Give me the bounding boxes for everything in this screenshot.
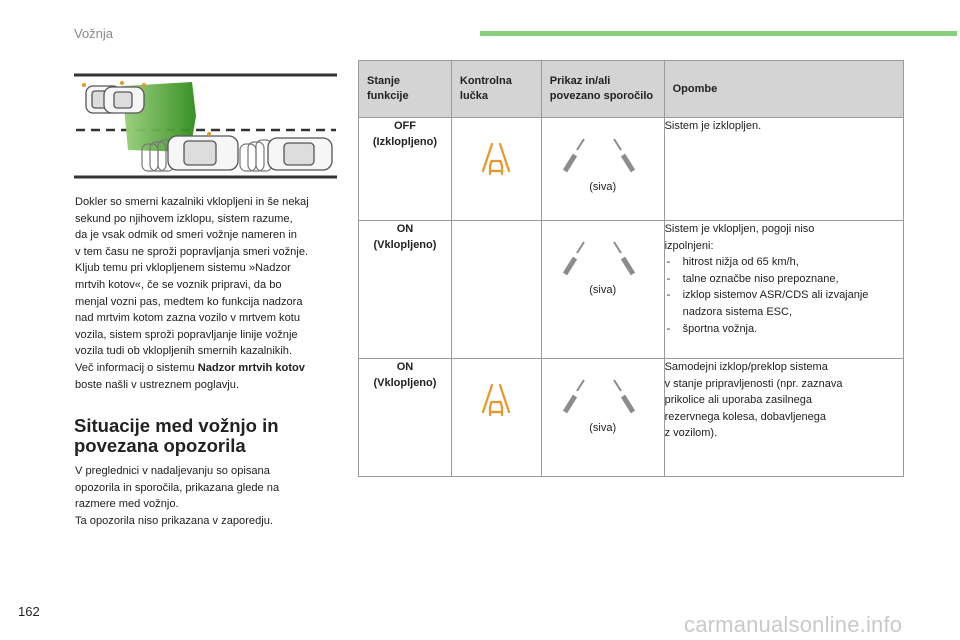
lamp-cell-empty — [450, 220, 542, 359]
notes-cell: Sistem je izklopljen. — [663, 117, 905, 221]
lane-lines-icon — [562, 241, 635, 276]
list-item: talne označbe niso prepoznane, — [665, 271, 903, 288]
state-cell: ON(Vklopljeno) — [358, 358, 452, 477]
body-line: vozila, sistem sproži popravljanje linij… — [75, 328, 298, 341]
lane-departure-warning-icon — [481, 383, 510, 417]
lamp-cell — [450, 358, 542, 477]
state-cell: OFF(Izklopljeno) — [358, 117, 452, 221]
intro-line: V preglednici v nadaljevanju so opisana — [75, 465, 270, 477]
body-line: sekund po njihovem izklopu, sistem razum… — [75, 212, 293, 225]
notes-cell: Sistem je vklopljen, pogoji niso izpolnj… — [663, 220, 905, 359]
lane-departure-warning-icon — [481, 142, 510, 176]
chapter-accent-bar — [480, 31, 957, 36]
body-line-reference: Več informacij o sistemu Nadzor mrtvih k… — [75, 361, 305, 374]
body-paragraph: Dokler so smerni kazalniki vklopljeni in… — [75, 194, 340, 393]
watermark: carmanualsonline.info — [684, 612, 903, 637]
state-cell: ON(Vklopljeno) — [358, 220, 452, 359]
table-row: OFF(Izklopljeno) (siva) — [358, 117, 905, 221]
display-color-label: (siva) — [589, 181, 617, 193]
intro-line: opozorila in sporočila, prikazana glede … — [75, 481, 280, 494]
lane-lines-icon — [562, 138, 635, 173]
body-line: nad mrtvim kotom zazna vozilo v mrtvem k… — [75, 312, 301, 325]
body-line: vozila tudi ob vklopljenih smernih kazal… — [75, 345, 293, 358]
page-number: 162 — [18, 604, 40, 619]
intro-paragraph: V preglednici v nadaljevanju so opisana … — [75, 463, 340, 529]
display-color-label: (siva) — [589, 284, 617, 296]
table-row: ON(Vklopljeno) (siva) — [358, 358, 905, 477]
display-cell: (siva) — [540, 117, 665, 221]
display-cell: (siva) — [540, 358, 665, 477]
lane-lines-icon — [562, 379, 635, 414]
notes-cell: Samodejni izklop/preklop sistema v stanj… — [663, 358, 905, 477]
intro-line: Ta opozorila niso prikazana v zaporedju. — [75, 514, 273, 527]
display-color-label: (siva) — [589, 422, 617, 434]
lamp-cell — [450, 117, 542, 221]
system-name-bold: Nadzor mrtvih kotov — [197, 361, 305, 374]
body-line: menjal vozni pas, medtem ko funkcija nad… — [75, 295, 303, 308]
condition-list: hitrost nižja od 65 km/h, talne označbe … — [665, 254, 903, 337]
lane-keeping-illustration — [74, 73, 337, 179]
body-line: da je vsak odmik od smeri vožnje nameren… — [75, 229, 297, 242]
body-line: Kljub temu pri vklopljenem sistemu »Nadz… — [75, 262, 291, 275]
intro-line: razmere med vožnjo. — [75, 498, 179, 511]
body-line: boste našli v ustreznem poglavju. — [75, 378, 240, 391]
body-line: mrtvih kotov«, če se voznik pripravi, da… — [75, 278, 282, 291]
chapter-title: Vožnja — [74, 26, 114, 41]
body-line: v tem času ne sproži popravljanja smeri … — [75, 245, 309, 258]
list-item: hitrost nižja od 65 km/h, — [665, 254, 903, 271]
table-row: ON(Vklopljeno) (siva) Sistem je vkloplje… — [358, 220, 905, 359]
display-cell: (siva) — [540, 220, 665, 359]
body-line: Dokler so smerni kazalniki vklopljeni in… — [75, 196, 309, 208]
list-item: športna vožnja. — [665, 321, 903, 338]
list-item: izklop sistemov ASR/CDS ali izvajanje na… — [665, 287, 903, 320]
header-notes: Opombe — [663, 60, 905, 118]
section-heading: Situacije med vožnjo in povezana opozori… — [74, 415, 279, 456]
